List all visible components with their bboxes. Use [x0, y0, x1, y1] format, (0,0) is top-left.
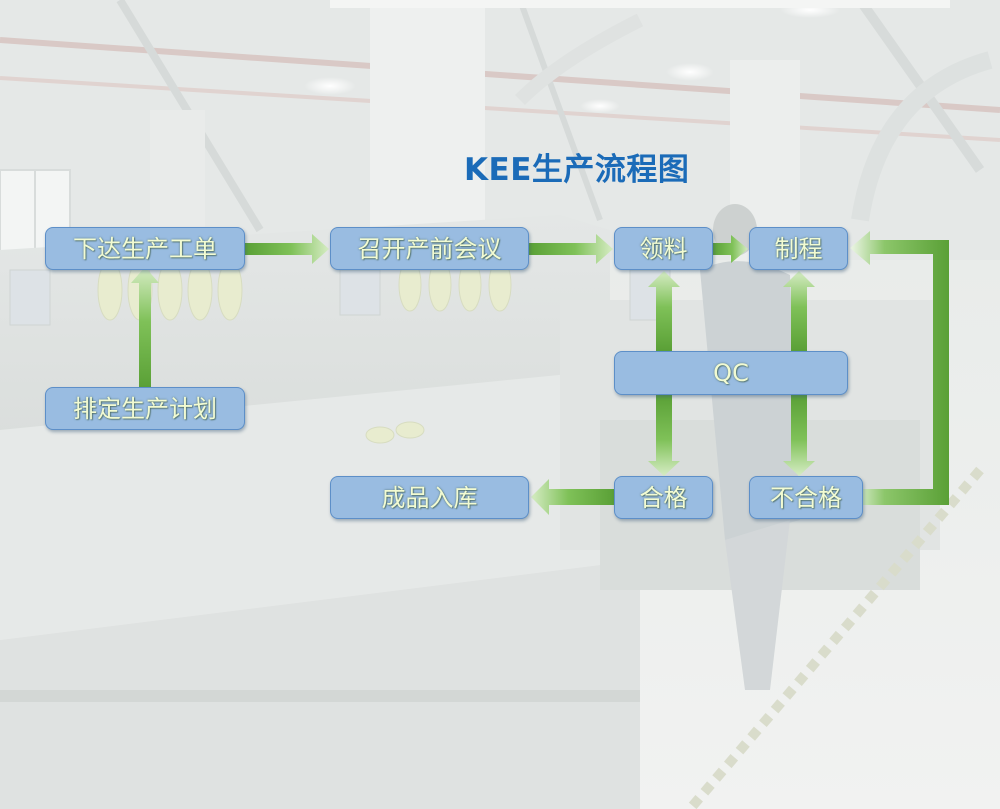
node-preproduction-meeting: 召开产前会议 — [330, 227, 529, 270]
arrow-pass-to-warehouse — [531, 479, 614, 515]
arrow-qc-to-fail — [783, 395, 815, 476]
node-material-requisition: 领料 — [614, 227, 713, 270]
arrow-material-to-process — [713, 235, 748, 263]
arrow-fail-to-process — [850, 231, 949, 505]
arrow-qc-to-process — [783, 271, 815, 351]
node-fail: 不合格 — [749, 476, 863, 519]
node-finished-goods-storage: 成品入库 — [330, 476, 529, 519]
arrow-qc-to-pass — [648, 395, 680, 476]
arrow-qc-to-material — [648, 271, 680, 351]
node-issue-work-order: 下达生产工单 — [45, 227, 245, 270]
node-qc: QC — [614, 351, 848, 395]
node-manufacturing-process: 制程 — [749, 227, 848, 270]
arrow-meeting-to-material — [529, 234, 613, 264]
diagram-title: KEE生产流程图 — [464, 152, 690, 188]
arrow-plan-to-order — [131, 267, 159, 388]
arrow-order-to-meeting — [245, 234, 329, 264]
node-schedule-plan: 排定生产计划 — [45, 387, 245, 430]
node-pass: 合格 — [614, 476, 713, 519]
